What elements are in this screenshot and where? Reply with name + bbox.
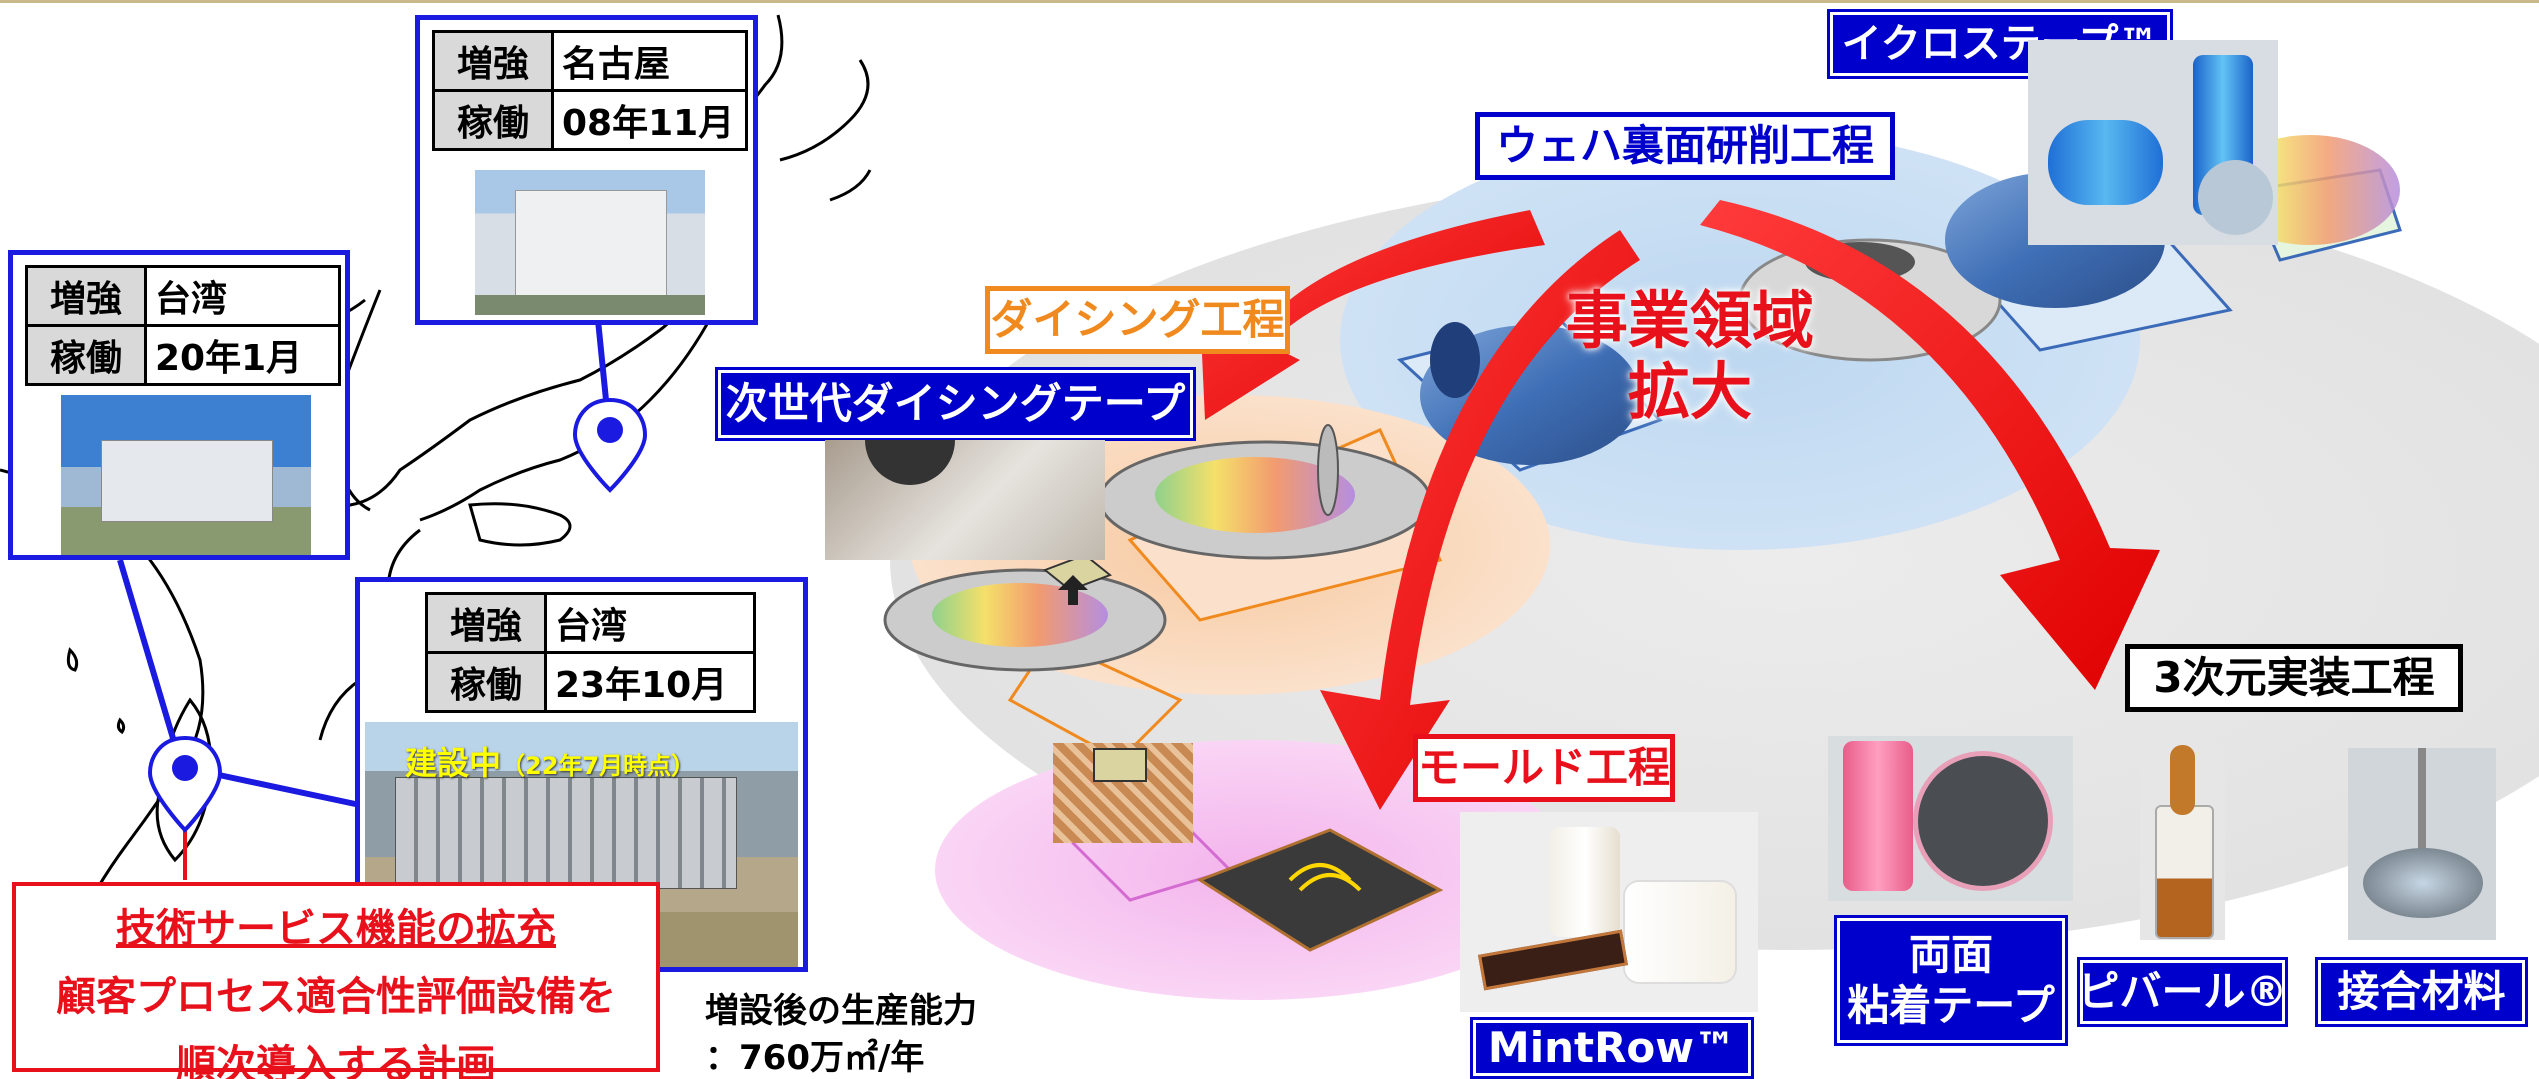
expansion-line-2: 拡大	[1627, 355, 1752, 429]
label-mold: モールド工程	[1413, 734, 1675, 802]
value-cell: 台湾	[144, 265, 341, 327]
arrow-to-3d	[1700, 200, 2160, 690]
map-honshu-south	[419, 299, 722, 522]
key-cell: 増強	[25, 265, 147, 327]
mold-illustration	[1067, 808, 1444, 952]
dicing-blade-icon	[1317, 424, 1339, 516]
label-next-gen-dicing-tape: 次世代ダイシングテープ	[718, 370, 1193, 438]
connector-taiwan-1	[117, 559, 178, 746]
construction-label: 建設中（22年7月時点）	[405, 738, 695, 784]
double-sided-line-2: 粘着テープ	[1847, 980, 2055, 1030]
capacity-line-1: 増設後の生産能力	[705, 991, 977, 1031]
value-cell: 台湾	[544, 592, 756, 654]
label-mintrow: MintRow™	[1473, 1020, 1751, 1076]
label-pibar: ピバール®	[2078, 960, 2288, 1024]
key-cell: 増強	[425, 592, 547, 654]
service-expansion-box: 技術サービス機能の拡充 顧客プロセス適合性評価設備を 順次導入する計画	[12, 882, 660, 1079]
construction-note: （22年7月時点）	[501, 752, 696, 780]
bond-wire-icon-2	[1298, 873, 1362, 892]
map-hokkaido	[779, 59, 872, 202]
photo-icros-tape	[2028, 40, 2278, 245]
top-border-line	[0, 0, 2539, 3]
value-cell: 08年11月	[551, 89, 748, 151]
key-cell: 稼働	[425, 651, 547, 713]
label-3d-packaging: 3次元実装工程	[2125, 644, 2463, 712]
expansion-text: 事業領域 拡大	[1535, 285, 1845, 428]
factory-photo-nagoya	[475, 170, 705, 315]
expansion-line-1: 事業領域	[1565, 284, 1814, 357]
service-line-1: 技術サービス機能の拡充	[116, 906, 556, 952]
pin-nagoya-icon	[572, 397, 648, 493]
label-dicing: ダイシング工程	[985, 286, 1290, 354]
pickup-wafer-icon	[932, 583, 1108, 647]
photo-dicing-tape	[825, 440, 1105, 560]
arrow-to-mold	[1320, 230, 1640, 810]
map-island-small-2	[116, 717, 126, 735]
pickup-arrow-icon	[1058, 575, 1088, 605]
photo-bonding-material	[2348, 748, 2496, 940]
map-shikoku	[468, 502, 572, 547]
label-double-sided-tape: 両面 粘着テープ	[1837, 918, 2065, 1043]
connector-taiwan-2	[204, 769, 361, 808]
photo-die-on-leadframe	[1053, 743, 1193, 843]
capacity-line-2: ：760万㎡/年	[705, 1038, 925, 1078]
construction-main: 建設中	[405, 744, 502, 782]
service-line-3: 順次導入する計画	[176, 1042, 496, 1079]
connector-nagoya	[595, 319, 609, 401]
label-bonding-material: 接合材料	[2318, 960, 2525, 1024]
dicing-illustration	[883, 424, 1443, 762]
key-cell: 稼働	[25, 324, 147, 386]
map-island-small	[66, 647, 79, 672]
service-line-2: 顧客プロセス適合性評価設備を	[56, 974, 616, 1020]
value-cell: 20年1月	[144, 324, 341, 386]
value-cell: 23年10月	[544, 651, 756, 713]
label-backgrinding: ウェハ裏面研削工程	[1475, 112, 1895, 180]
photo-mintrow	[1460, 812, 1758, 1012]
key-cell: 稼働	[432, 89, 554, 151]
value-cell: 名古屋	[551, 30, 748, 92]
double-sided-line-1: 両面	[1908, 930, 1993, 980]
wafer-edge-icon	[1430, 322, 1480, 398]
pin-taiwan-icon	[147, 735, 223, 833]
die-chip-icon	[1043, 553, 1112, 592]
bond-wire-icon	[1288, 863, 1352, 882]
photo-pibar	[2140, 745, 2225, 940]
photo-double-sided-tape	[1828, 736, 2073, 901]
package-chip-icon	[1196, 828, 1444, 952]
dicing-wafer-icon	[1155, 457, 1355, 533]
key-cell: 増強	[432, 30, 554, 92]
expansion-arrows	[1200, 200, 2160, 810]
factory-photo-taiwan-1	[61, 395, 311, 555]
arrow-to-dicing	[1200, 210, 1545, 420]
